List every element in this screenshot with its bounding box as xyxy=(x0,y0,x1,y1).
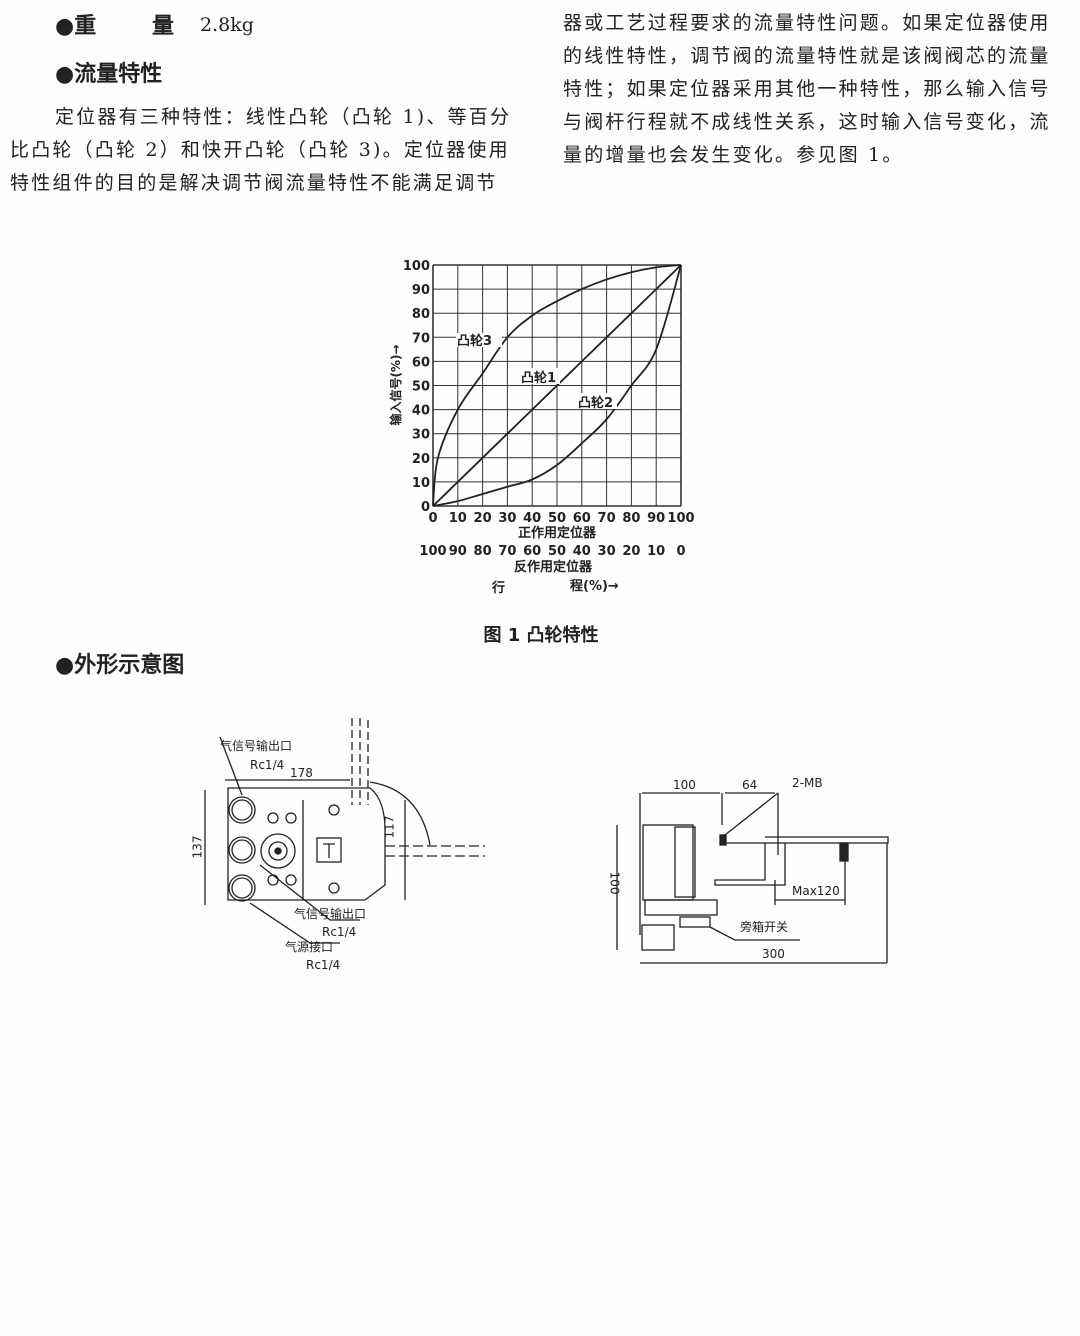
label-signal-out-bottom: 气信号输出口 xyxy=(294,907,367,921)
x-tick-label: 100 xyxy=(667,511,694,526)
x-tick-label: 80 xyxy=(622,511,640,526)
label-signal-out-top: 气信号输出口 xyxy=(220,739,293,753)
x-tick-label: 0 xyxy=(428,511,437,526)
y-tick-label: 0 xyxy=(421,500,430,515)
label-max120: Max120 xyxy=(792,884,840,898)
para-left-line: 特性组件的目的是解决调节阀流量特性不能满足调节 xyxy=(10,172,498,194)
side-view-drawing xyxy=(616,792,889,964)
dim-100-width: 100 xyxy=(673,778,696,792)
y-tick-label: 10 xyxy=(412,476,430,491)
label-rc-top: Rc1/4 xyxy=(250,758,285,772)
y-tick-label: 60 xyxy=(412,355,430,370)
label-rc-mid: Rc1/4 xyxy=(322,925,357,939)
x-label-direct: 正作用定位器 xyxy=(518,525,597,541)
x-tick-label: 90 xyxy=(647,511,665,526)
y-tick-label: 30 xyxy=(412,428,430,443)
y-tick-label: 20 xyxy=(412,452,430,467)
y-tick-label: 80 xyxy=(412,307,430,322)
x-tick-label: 50 xyxy=(548,511,566,526)
weight-label-a: ●重 xyxy=(55,14,97,39)
y-axis-label: 输入信号(%)→ xyxy=(388,344,403,425)
dim-178: 178 xyxy=(290,766,313,780)
x-tick-label-reverse: 100 xyxy=(419,544,446,559)
x-tick-label-reverse: 20 xyxy=(622,544,640,559)
x-tick-label: 20 xyxy=(474,511,492,526)
x-tick-label-reverse: 30 xyxy=(598,544,616,559)
x-tick-label: 40 xyxy=(523,511,541,526)
para-right-line: 与阀杆行程就不成线性关系，这时输入信号变化，流 xyxy=(563,111,1051,133)
dim-117: 117 xyxy=(382,815,397,839)
series-line-cam1 xyxy=(432,264,682,507)
x-tick-label-reverse: 40 xyxy=(573,544,591,559)
front-view-drawing xyxy=(204,718,485,944)
dim-137: 137 xyxy=(190,835,205,859)
label-air-supply: 气源接口 xyxy=(285,940,334,954)
x-label-reverse: 反作用定位器 xyxy=(514,559,593,575)
weight-label-b: 量 xyxy=(152,14,175,39)
label-side-switch: 旁箱开关 xyxy=(740,920,789,934)
x-tick-label-reverse: 90 xyxy=(449,544,467,559)
y-tick-label: 90 xyxy=(412,283,430,298)
dim-100-height: 100 xyxy=(607,871,622,895)
chart-caption: 图 1 凸轮特性 xyxy=(483,624,598,646)
label-2-mb: 2-MB xyxy=(792,776,823,790)
x-tick-label-reverse: 80 xyxy=(474,544,492,559)
label-rc-bottom: Rc1/4 xyxy=(306,958,341,972)
outline-heading: ●外形示意图 xyxy=(55,653,185,678)
x-tick-label-reverse: 0 xyxy=(676,544,685,559)
x-tick-label-reverse: 10 xyxy=(647,544,665,559)
series-line-cam2 xyxy=(432,264,682,507)
dim-300: 300 xyxy=(762,947,785,961)
y-tick-label: 50 xyxy=(412,380,430,395)
x-tick-label: 30 xyxy=(498,511,516,526)
y-tick-label: 70 xyxy=(412,331,430,346)
x-tick-label-reverse: 60 xyxy=(523,544,541,559)
series-line-cam3 xyxy=(432,264,682,507)
series-label-cam1: 凸轮1 xyxy=(521,370,556,386)
series-label-cam3: 凸轮3 xyxy=(457,333,492,349)
dim-64: 64 xyxy=(742,778,758,792)
x-tick-label-reverse: 50 xyxy=(548,544,566,559)
x-tick-label: 70 xyxy=(598,511,616,526)
para-right-line: 特性；如果定位器采用其他一种特性，那么输入信号 xyxy=(563,78,1051,100)
x-ticks: 0100109020803070406050506040703080209010… xyxy=(419,511,694,559)
flow-heading: ●流量特性 xyxy=(55,62,163,87)
x-label-bottom-a: 行 xyxy=(491,580,505,596)
x-tick-label-reverse: 70 xyxy=(498,544,516,559)
series-label-cam2: 凸轮2 xyxy=(578,395,613,411)
para-right-line: 量的增量也会发生变化。参见图 1。 xyxy=(563,144,904,166)
para-left-line: 定位器有三种特性：线性凸轮（凸轮 1)、等百分 xyxy=(55,106,512,128)
y-tick-label: 100 xyxy=(403,259,430,274)
para-left-line: 比凸轮（凸轮 2）和快开凸轮（凸轮 3)。定位器使用 xyxy=(10,139,510,161)
y-ticks: 0 10 20 30 40 50 60 70 80 90 100 xyxy=(403,259,430,515)
para-right-line: 的线性特性，调节阀的流量特性就是该阀阀芯的流量 xyxy=(563,45,1051,67)
chart-curves xyxy=(432,264,682,507)
x-tick-label: 10 xyxy=(449,511,467,526)
y-tick-label: 40 xyxy=(412,404,430,419)
para-right-line: 器或工艺过程要求的流量特性问题。如果定位器使用 xyxy=(563,12,1051,34)
x-label-bottom-b: 程(%)→ xyxy=(570,579,619,594)
x-tick-label: 60 xyxy=(573,511,591,526)
weight-value: 2.8kg xyxy=(200,14,254,36)
